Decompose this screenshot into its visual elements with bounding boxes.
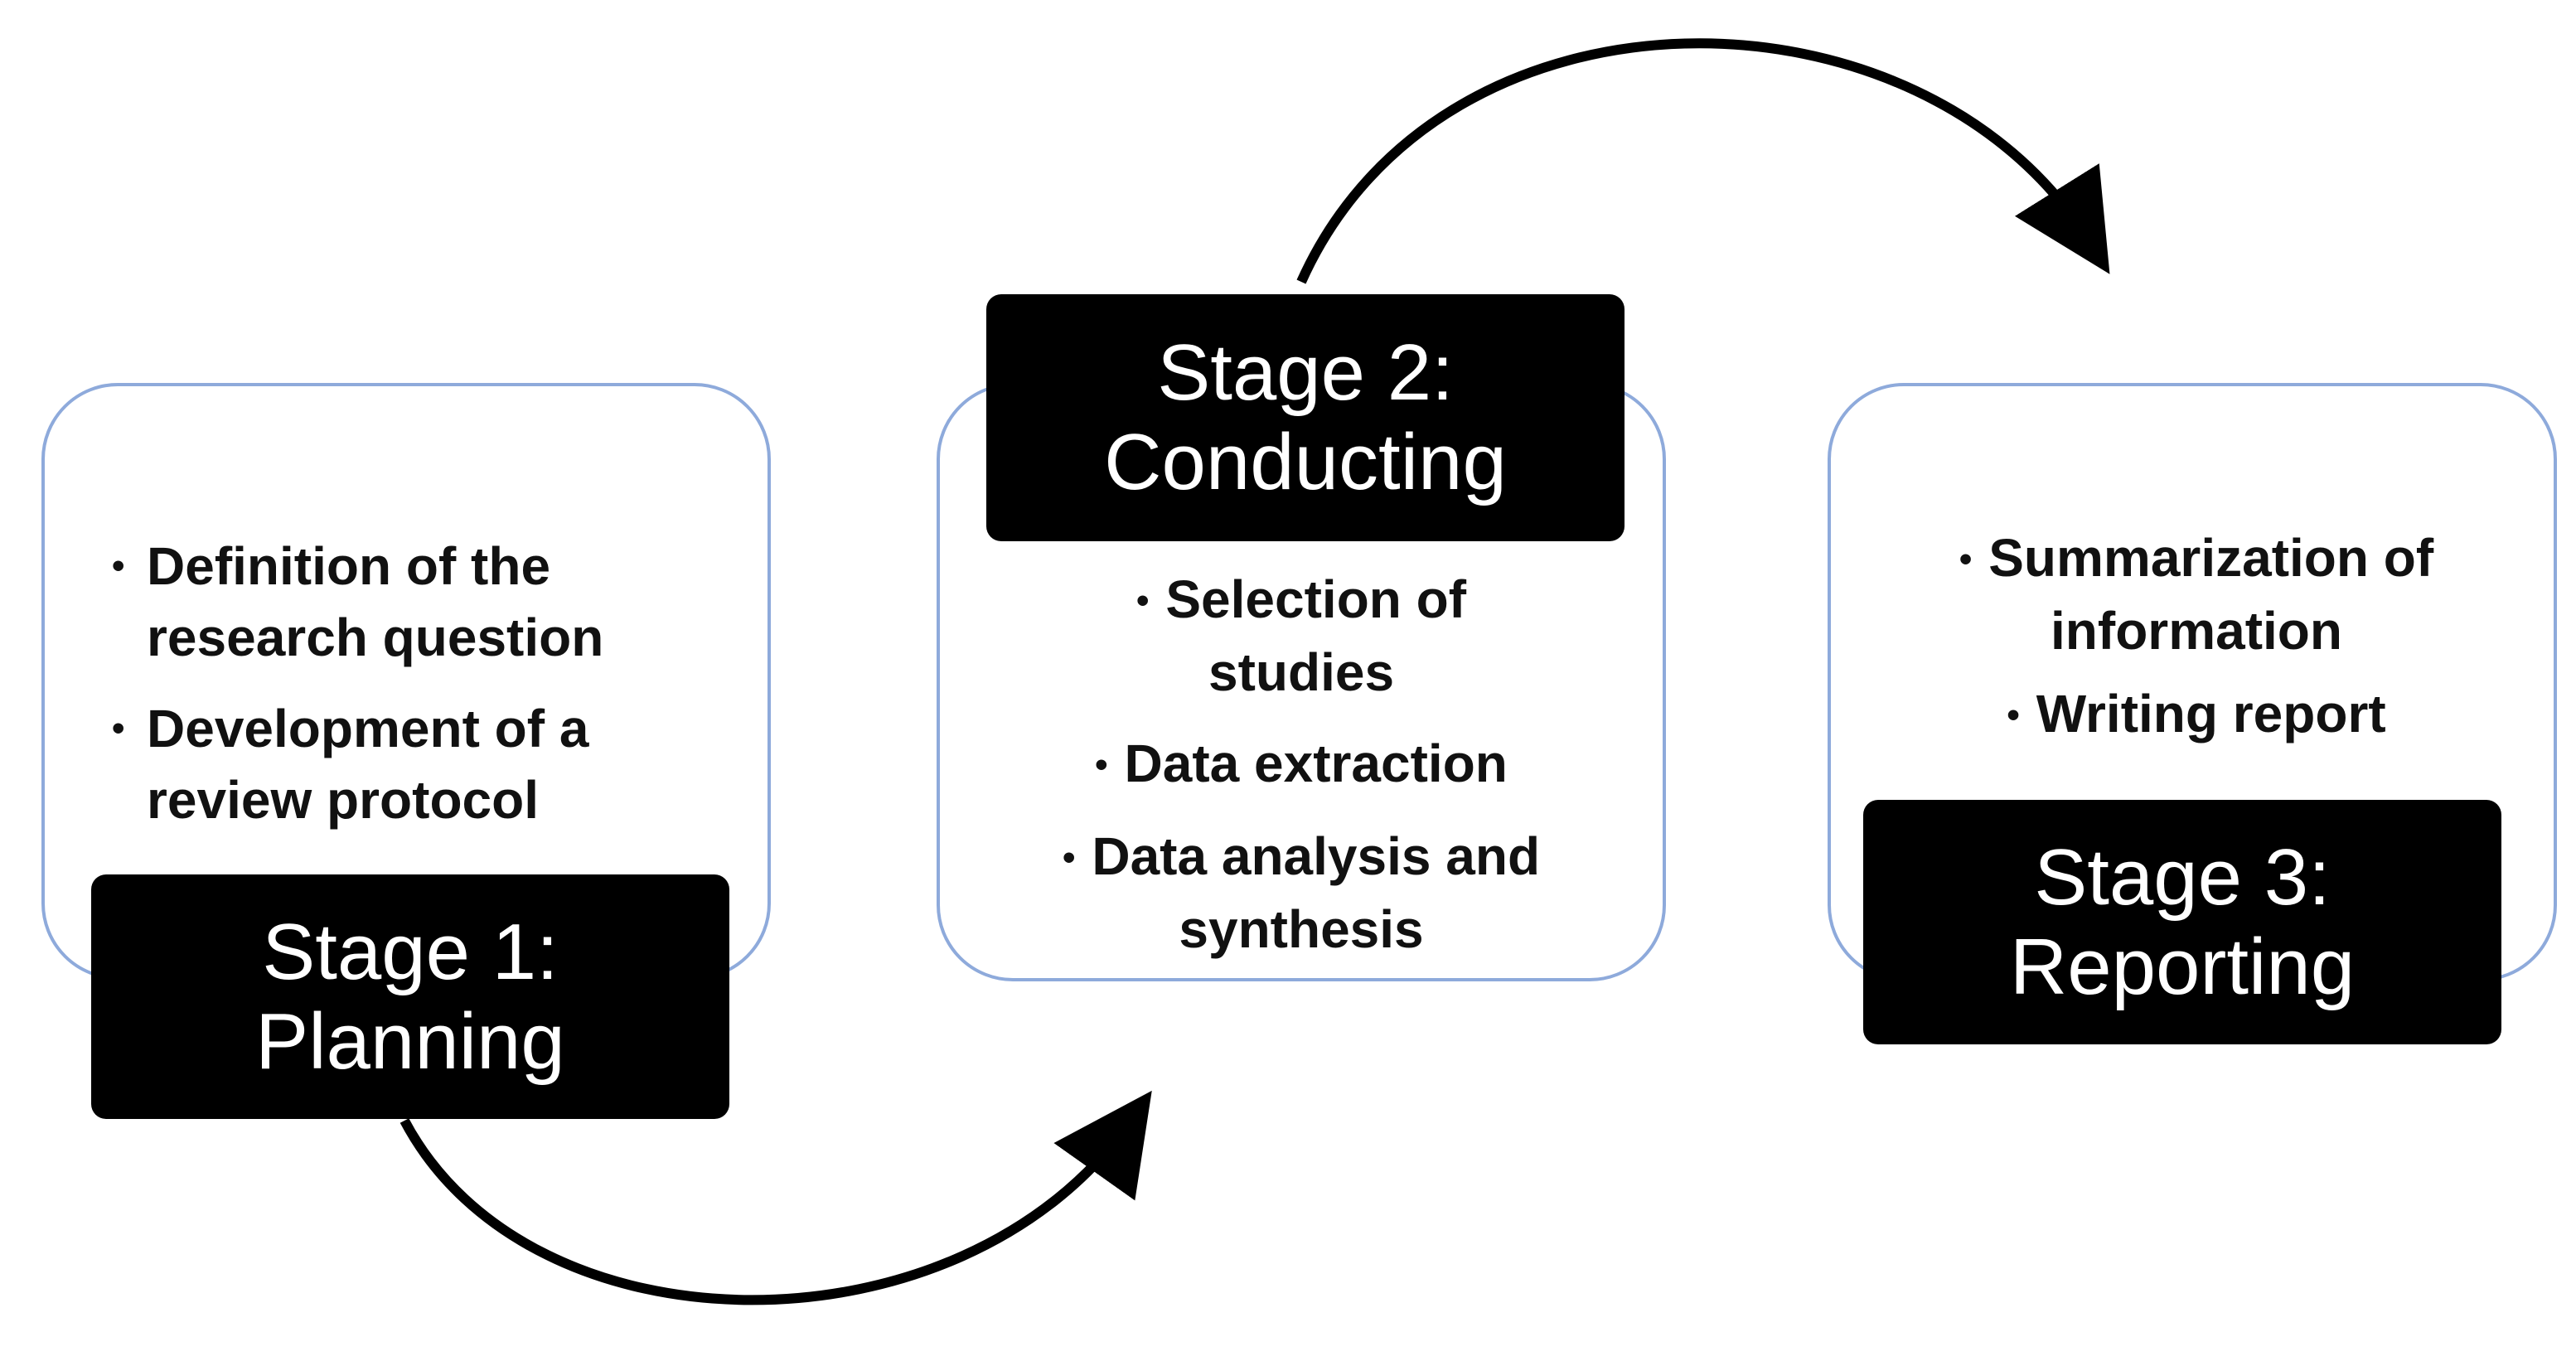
stage3-number: Stage 3: xyxy=(2034,832,2331,922)
stage2-label: Stage 2: Conducting xyxy=(986,294,1625,541)
bullet-icon: • xyxy=(1095,744,1108,785)
bullet-icon: • xyxy=(1062,837,1076,878)
stage3-item: •Summarization of information xyxy=(1959,528,2434,661)
arrow-stage2-to-stage3 xyxy=(1296,38,2110,284)
stage2-item: •Data analysis and synthesis xyxy=(1062,826,1541,959)
stage1-items: Definition of the research question Deve… xyxy=(104,530,734,855)
bullet-icon: • xyxy=(2007,695,2020,735)
stage3-item: •Writing report xyxy=(2007,684,2386,743)
stage3-label: Stage 3: Reporting xyxy=(1863,800,2501,1044)
stage1-label: Stage 1: Planning xyxy=(91,874,729,1119)
stage1-title: Planning xyxy=(255,996,565,1086)
stage2-item: •Selection of studies xyxy=(1135,569,1467,702)
stage1-item: Definition of the research question xyxy=(104,530,734,673)
arrow-stage1-to-stage2 xyxy=(399,1090,1152,1305)
stage2-title: Conducting xyxy=(1104,418,1507,506)
bullet-icon: • xyxy=(1959,539,1973,579)
stage3-title: Reporting xyxy=(2009,922,2356,1011)
stage2-item: •Data extraction xyxy=(1095,734,1508,793)
stage2-number: Stage 2: xyxy=(1157,328,1454,417)
bullet-icon: • xyxy=(1135,580,1150,621)
stage2-items: •Selection of studies •Data extraction •… xyxy=(978,564,1625,985)
stage1-number: Stage 1: xyxy=(262,907,559,996)
stage3-items: •Summarization of information •Writing r… xyxy=(1857,522,2536,771)
stage1-item: Development of a review protocol xyxy=(104,693,734,835)
